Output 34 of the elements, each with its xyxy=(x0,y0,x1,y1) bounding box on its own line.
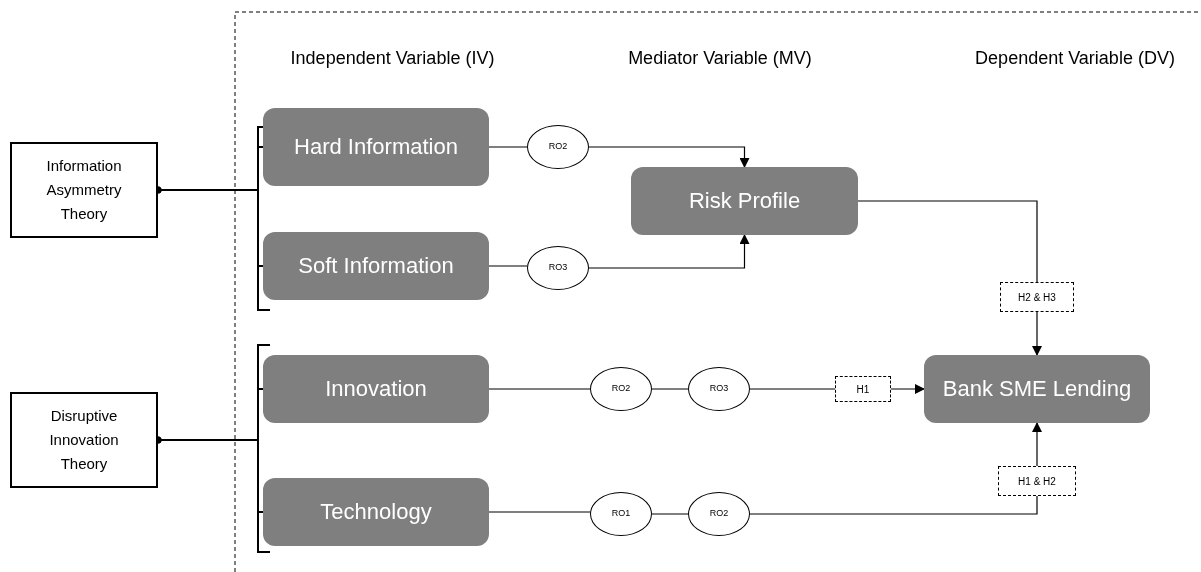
connector xyxy=(588,234,750,269)
variable-box: Risk Profile xyxy=(631,167,858,235)
column-heading: Dependent Variable (DV) xyxy=(974,47,1176,70)
objective-ellipse: RO2 xyxy=(590,367,652,411)
connector xyxy=(488,511,591,513)
column-heading: Independent Variable (IV) xyxy=(289,47,496,70)
variable-box: Innovation xyxy=(263,355,489,423)
column-heading: Mediator Variable (MV) xyxy=(627,47,813,70)
theory-box: Disruptive Innovation Theory xyxy=(10,392,158,488)
connector xyxy=(1032,311,1042,356)
connector xyxy=(488,146,528,148)
connector xyxy=(588,146,750,168)
connector xyxy=(488,388,591,390)
objective-ellipse: RO1 xyxy=(590,492,652,536)
objective-ellipse: RO3 xyxy=(527,246,589,290)
variable-box: Technology xyxy=(263,478,489,546)
variable-box: Hard Information xyxy=(263,108,489,186)
variable-box: Soft Information xyxy=(263,232,489,300)
variable-box: Bank SME Lending xyxy=(924,355,1150,423)
connector xyxy=(890,384,925,394)
connector xyxy=(1032,422,1042,467)
objective-ellipse: RO2 xyxy=(688,492,750,536)
connector xyxy=(749,388,836,390)
connector xyxy=(651,388,689,390)
hypothesis-box: H2 & H3 xyxy=(1000,282,1074,312)
connector xyxy=(651,513,689,515)
connector xyxy=(857,200,1038,283)
objective-ellipse: RO3 xyxy=(688,367,750,411)
connector xyxy=(488,265,528,267)
connector xyxy=(749,495,1038,515)
hypothesis-box: H1 & H2 xyxy=(998,466,1076,496)
hypothesis-box: H1 xyxy=(835,376,891,402)
objective-ellipse: RO2 xyxy=(527,125,589,169)
theory-box: Information Asymmetry Theory xyxy=(10,142,158,238)
